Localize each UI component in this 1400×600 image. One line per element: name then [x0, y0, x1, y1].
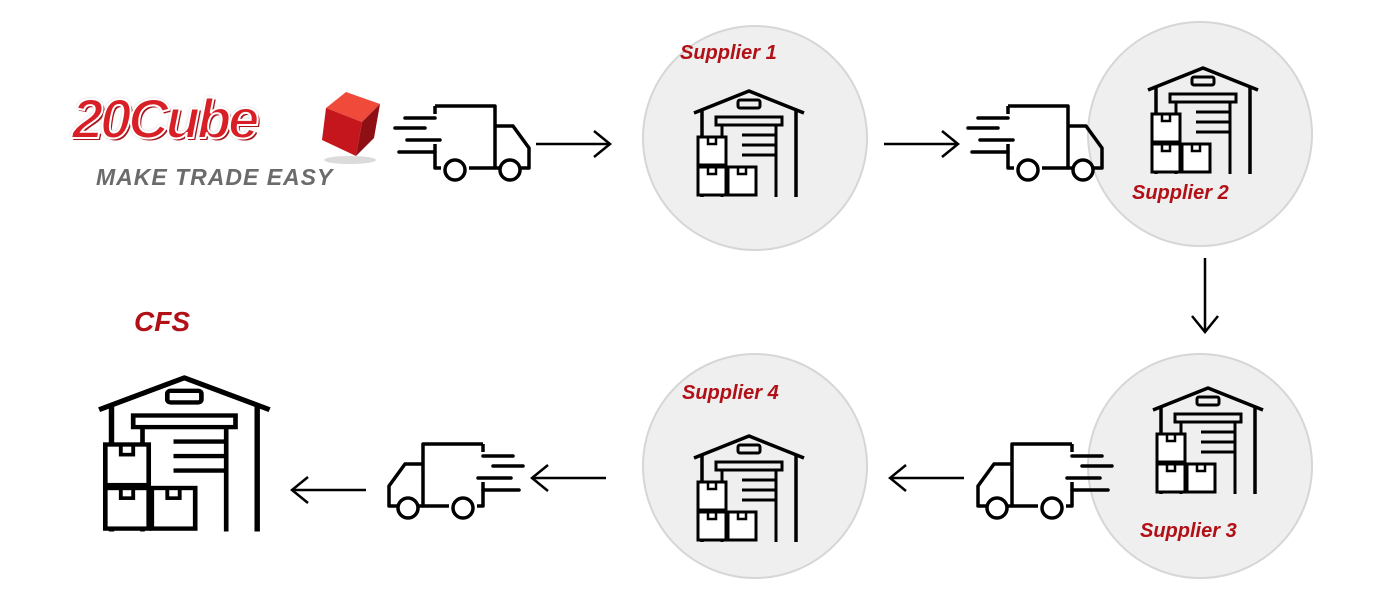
- supplier1-node: [642, 25, 868, 251]
- arrow-icon: [534, 129, 612, 159]
- supplier3-label: Supplier 3: [1140, 520, 1237, 542]
- supplier2-node: [1087, 21, 1313, 247]
- supplier4-label: Supplier 4: [682, 382, 779, 404]
- arrow-icon: [1190, 256, 1220, 334]
- delivery-truck-icon: [387, 442, 525, 520]
- supplier3-node: [1087, 353, 1313, 579]
- arrow-icon: [290, 475, 368, 505]
- arrow-icon: [888, 463, 966, 493]
- arrow-icon: [882, 129, 960, 159]
- supplier4-node: [642, 353, 868, 579]
- logo-tagline: MAKE TRADE EASY: [96, 164, 334, 190]
- delivery-truck-icon: [966, 104, 1104, 182]
- delivery-truck-icon: [393, 104, 531, 182]
- supplier2-label: Supplier 2: [1132, 182, 1229, 204]
- arrow-icon: [530, 463, 608, 493]
- logo-wordmark: 20Cube: [71, 86, 260, 151]
- cfs-node: [99, 378, 270, 532]
- warehouse-icon: [99, 378, 270, 532]
- supplier1-label: Supplier 1: [680, 42, 777, 64]
- logo-cube-icon: [322, 92, 380, 164]
- cfs-label: CFS: [134, 306, 190, 337]
